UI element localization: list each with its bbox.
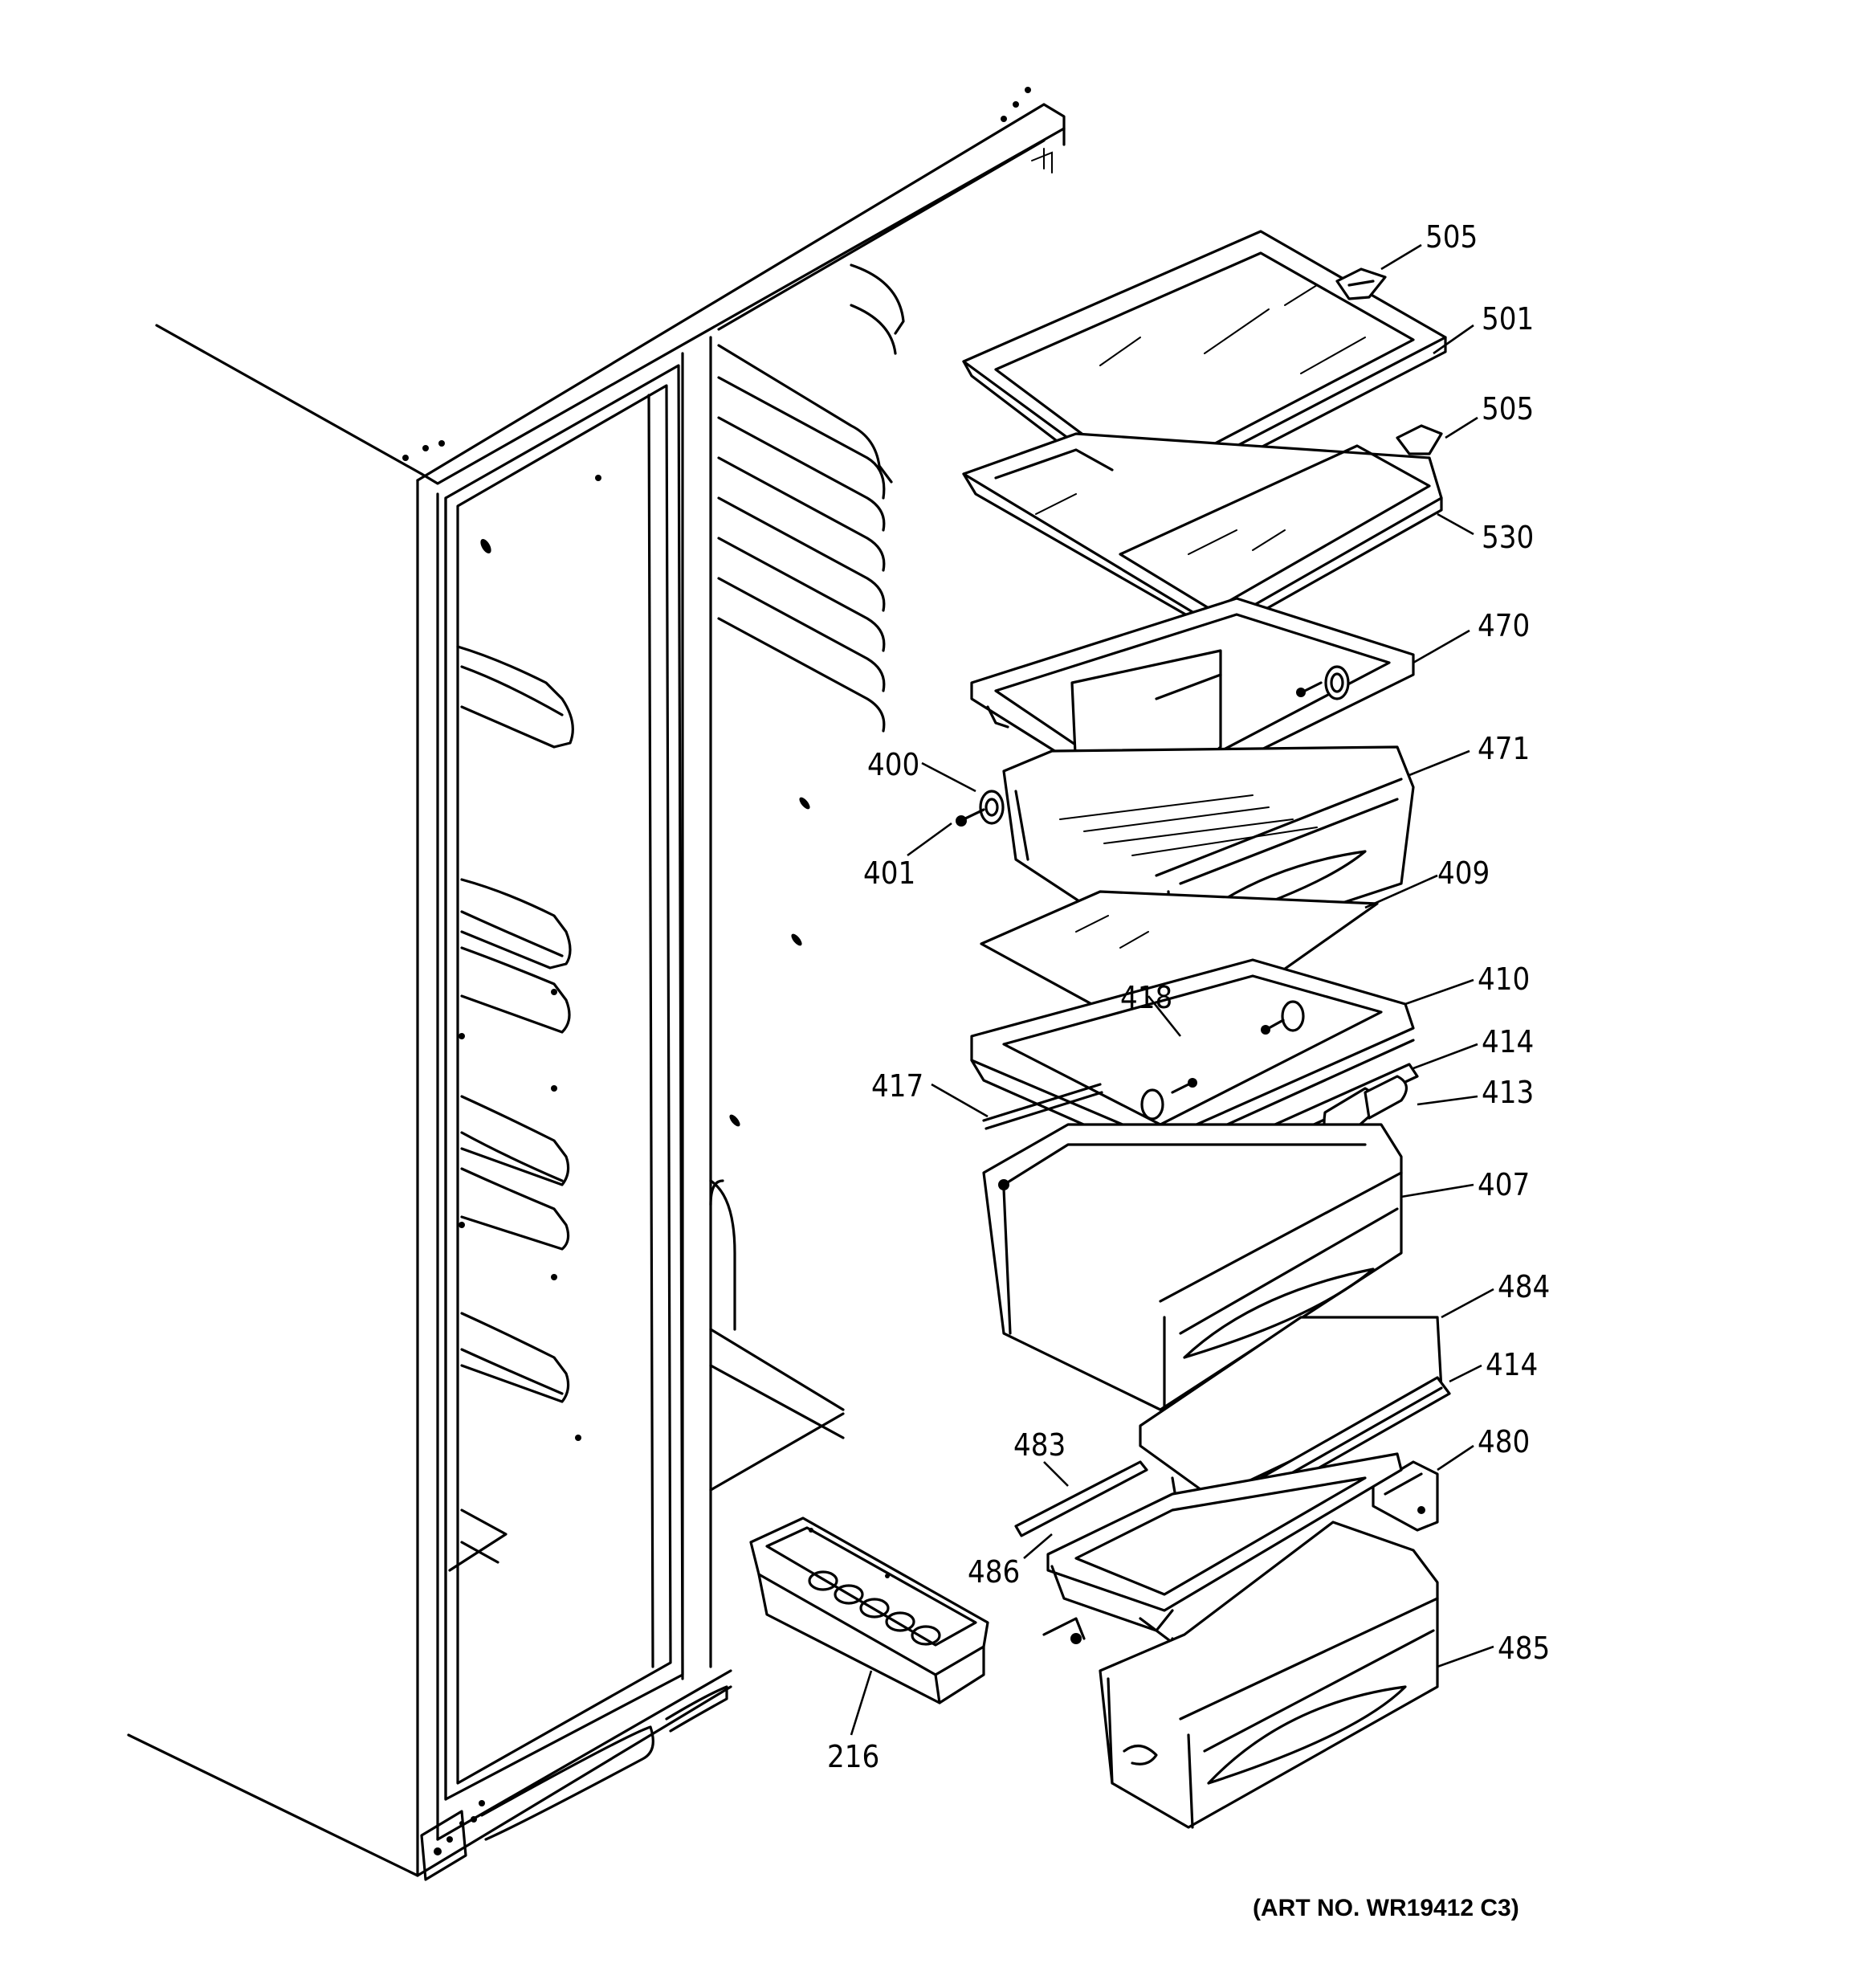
screw-401: [956, 808, 985, 827]
label-410: 410: [1478, 961, 1530, 997]
label-471: 471: [1478, 731, 1530, 766]
rod-417: [982, 1083, 1103, 1130]
label-505-upper: 505: [1425, 219, 1478, 255]
crisper-pan-407: [982, 1123, 1403, 1411]
adjuster-knob-400: [979, 790, 1005, 825]
label-400: 400: [867, 747, 919, 782]
rod-483: [1014, 1460, 1148, 1537]
label-409: 409: [1437, 855, 1490, 891]
egg-tray-216: [749, 1517, 989, 1704]
shelf-clip-505-upper: [1335, 267, 1387, 300]
label-501: 501: [1482, 301, 1534, 337]
label-407: 407: [1478, 1167, 1530, 1202]
label-485: 485: [1498, 1631, 1550, 1666]
label-483: 483: [1013, 1427, 1066, 1463]
label-414-lower: 414: [1486, 1347, 1538, 1382]
shelf-clip-505-lower: [1396, 424, 1443, 455]
label-216: 216: [827, 1739, 879, 1774]
label-414-upper: 414: [1482, 1024, 1534, 1059]
label-418: 418: [1120, 980, 1172, 1015]
label-530: 530: [1482, 520, 1534, 555]
part-labels: 505 501 505 530 470 471 400 401 409 410 …: [827, 219, 1550, 1774]
label-401: 401: [863, 855, 915, 891]
leader-lines: [850, 243, 1494, 1736]
refrigerator-cabinet: [127, 87, 1066, 1881]
label-505-lower: 505: [1482, 391, 1534, 427]
slide-480: [1372, 1460, 1439, 1532]
pan-cover-frame-410: [970, 958, 1415, 1162]
hinge: [420, 1800, 485, 1881]
meat-pan-485: [1042, 1521, 1439, 1829]
label-484: 484: [1498, 1269, 1550, 1304]
label-470: 470: [1478, 608, 1530, 643]
label-486: 486: [968, 1554, 1020, 1590]
glass-shelf-530: [962, 432, 1443, 636]
label-480: 480: [1478, 1424, 1530, 1459]
door-bin: [456, 645, 574, 1403]
freezer-shelf-rails: [717, 263, 905, 733]
label-417: 417: [871, 1068, 923, 1104]
art-number: (ART NO. WR19412 C3): [1253, 1895, 1519, 1921]
label-413: 413: [1482, 1075, 1534, 1110]
